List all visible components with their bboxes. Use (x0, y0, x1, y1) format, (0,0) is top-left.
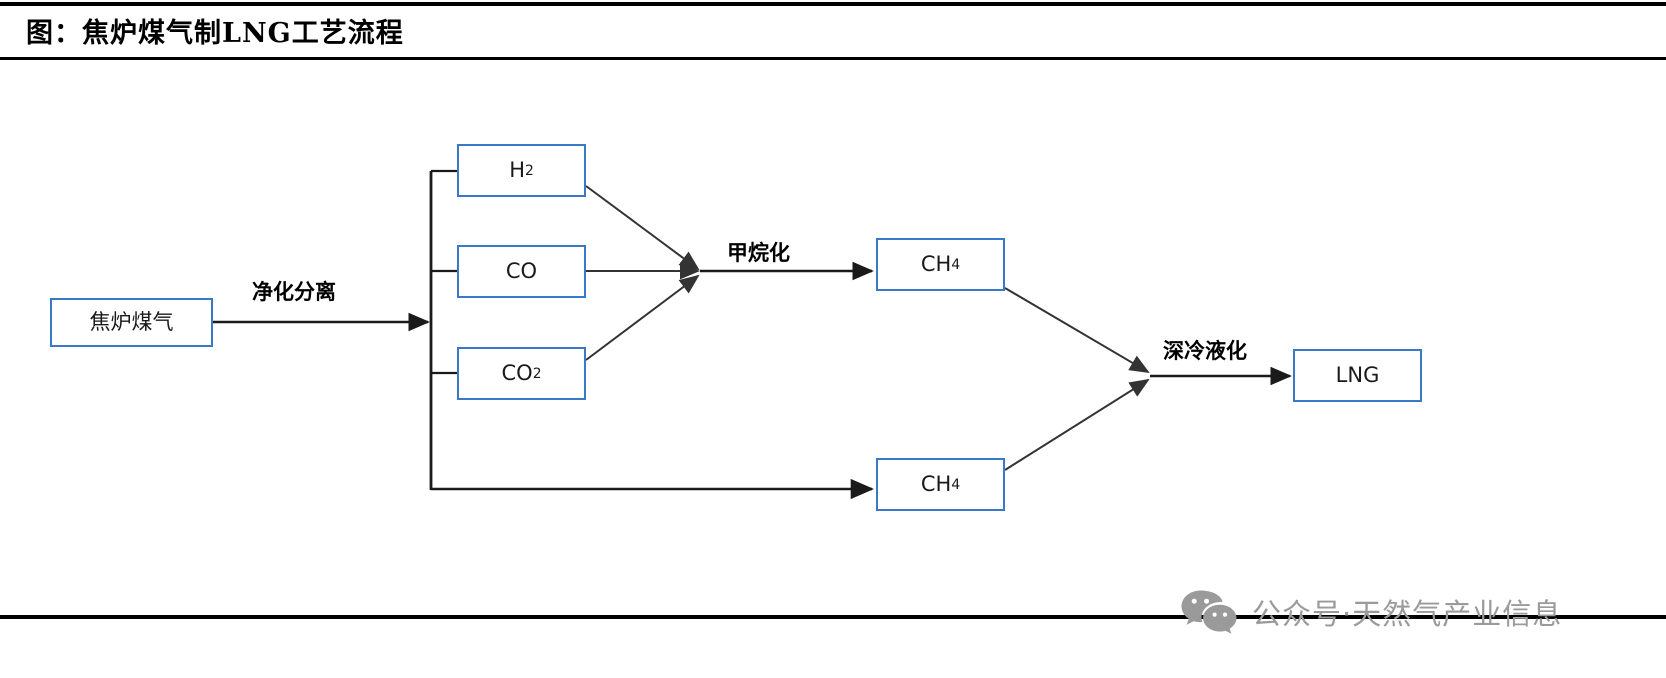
node-label: H (509, 158, 525, 182)
page-title: 图：焦炉煤气制LNG工艺流程 (26, 18, 404, 49)
edge-co2-to-junction (585, 274, 700, 361)
edge-label-cryogenic-liquefaction: 深冷液化 (1163, 338, 1247, 363)
edge-h2-to-junction (585, 185, 700, 271)
node-coke-oven-gas[interactable]: 焦炉煤气 (50, 298, 213, 347)
node-co[interactable]: CO (457, 245, 586, 298)
node-lng[interactable]: LNG (1293, 349, 1422, 402)
node-label: CH (920, 472, 952, 496)
node-label: CO (505, 259, 538, 283)
title-underline-rule (0, 57, 1666, 60)
node-label: 焦炉煤气 (89, 310, 174, 334)
wechat-icon (1181, 590, 1237, 634)
edge-label-purification-separation: 净化分离 (252, 279, 336, 304)
node-label: CH (920, 252, 952, 276)
edge-ch4-bottom-to-liquefy (1004, 378, 1150, 471)
node-label: LNG (1335, 363, 1380, 387)
top-border-rule (0, 2, 1666, 6)
bottom-border-rule (0, 615, 1666, 619)
node-label: CO (501, 361, 533, 385)
edge-ch4-top-to-liquefy (1004, 287, 1150, 374)
watermark: 公众号·天然气产业信息 (1180, 588, 1562, 636)
edge-label-methanation: 甲烷化 (727, 240, 790, 265)
watermark-text: 公众号·天然气产业信息 (1252, 597, 1563, 631)
